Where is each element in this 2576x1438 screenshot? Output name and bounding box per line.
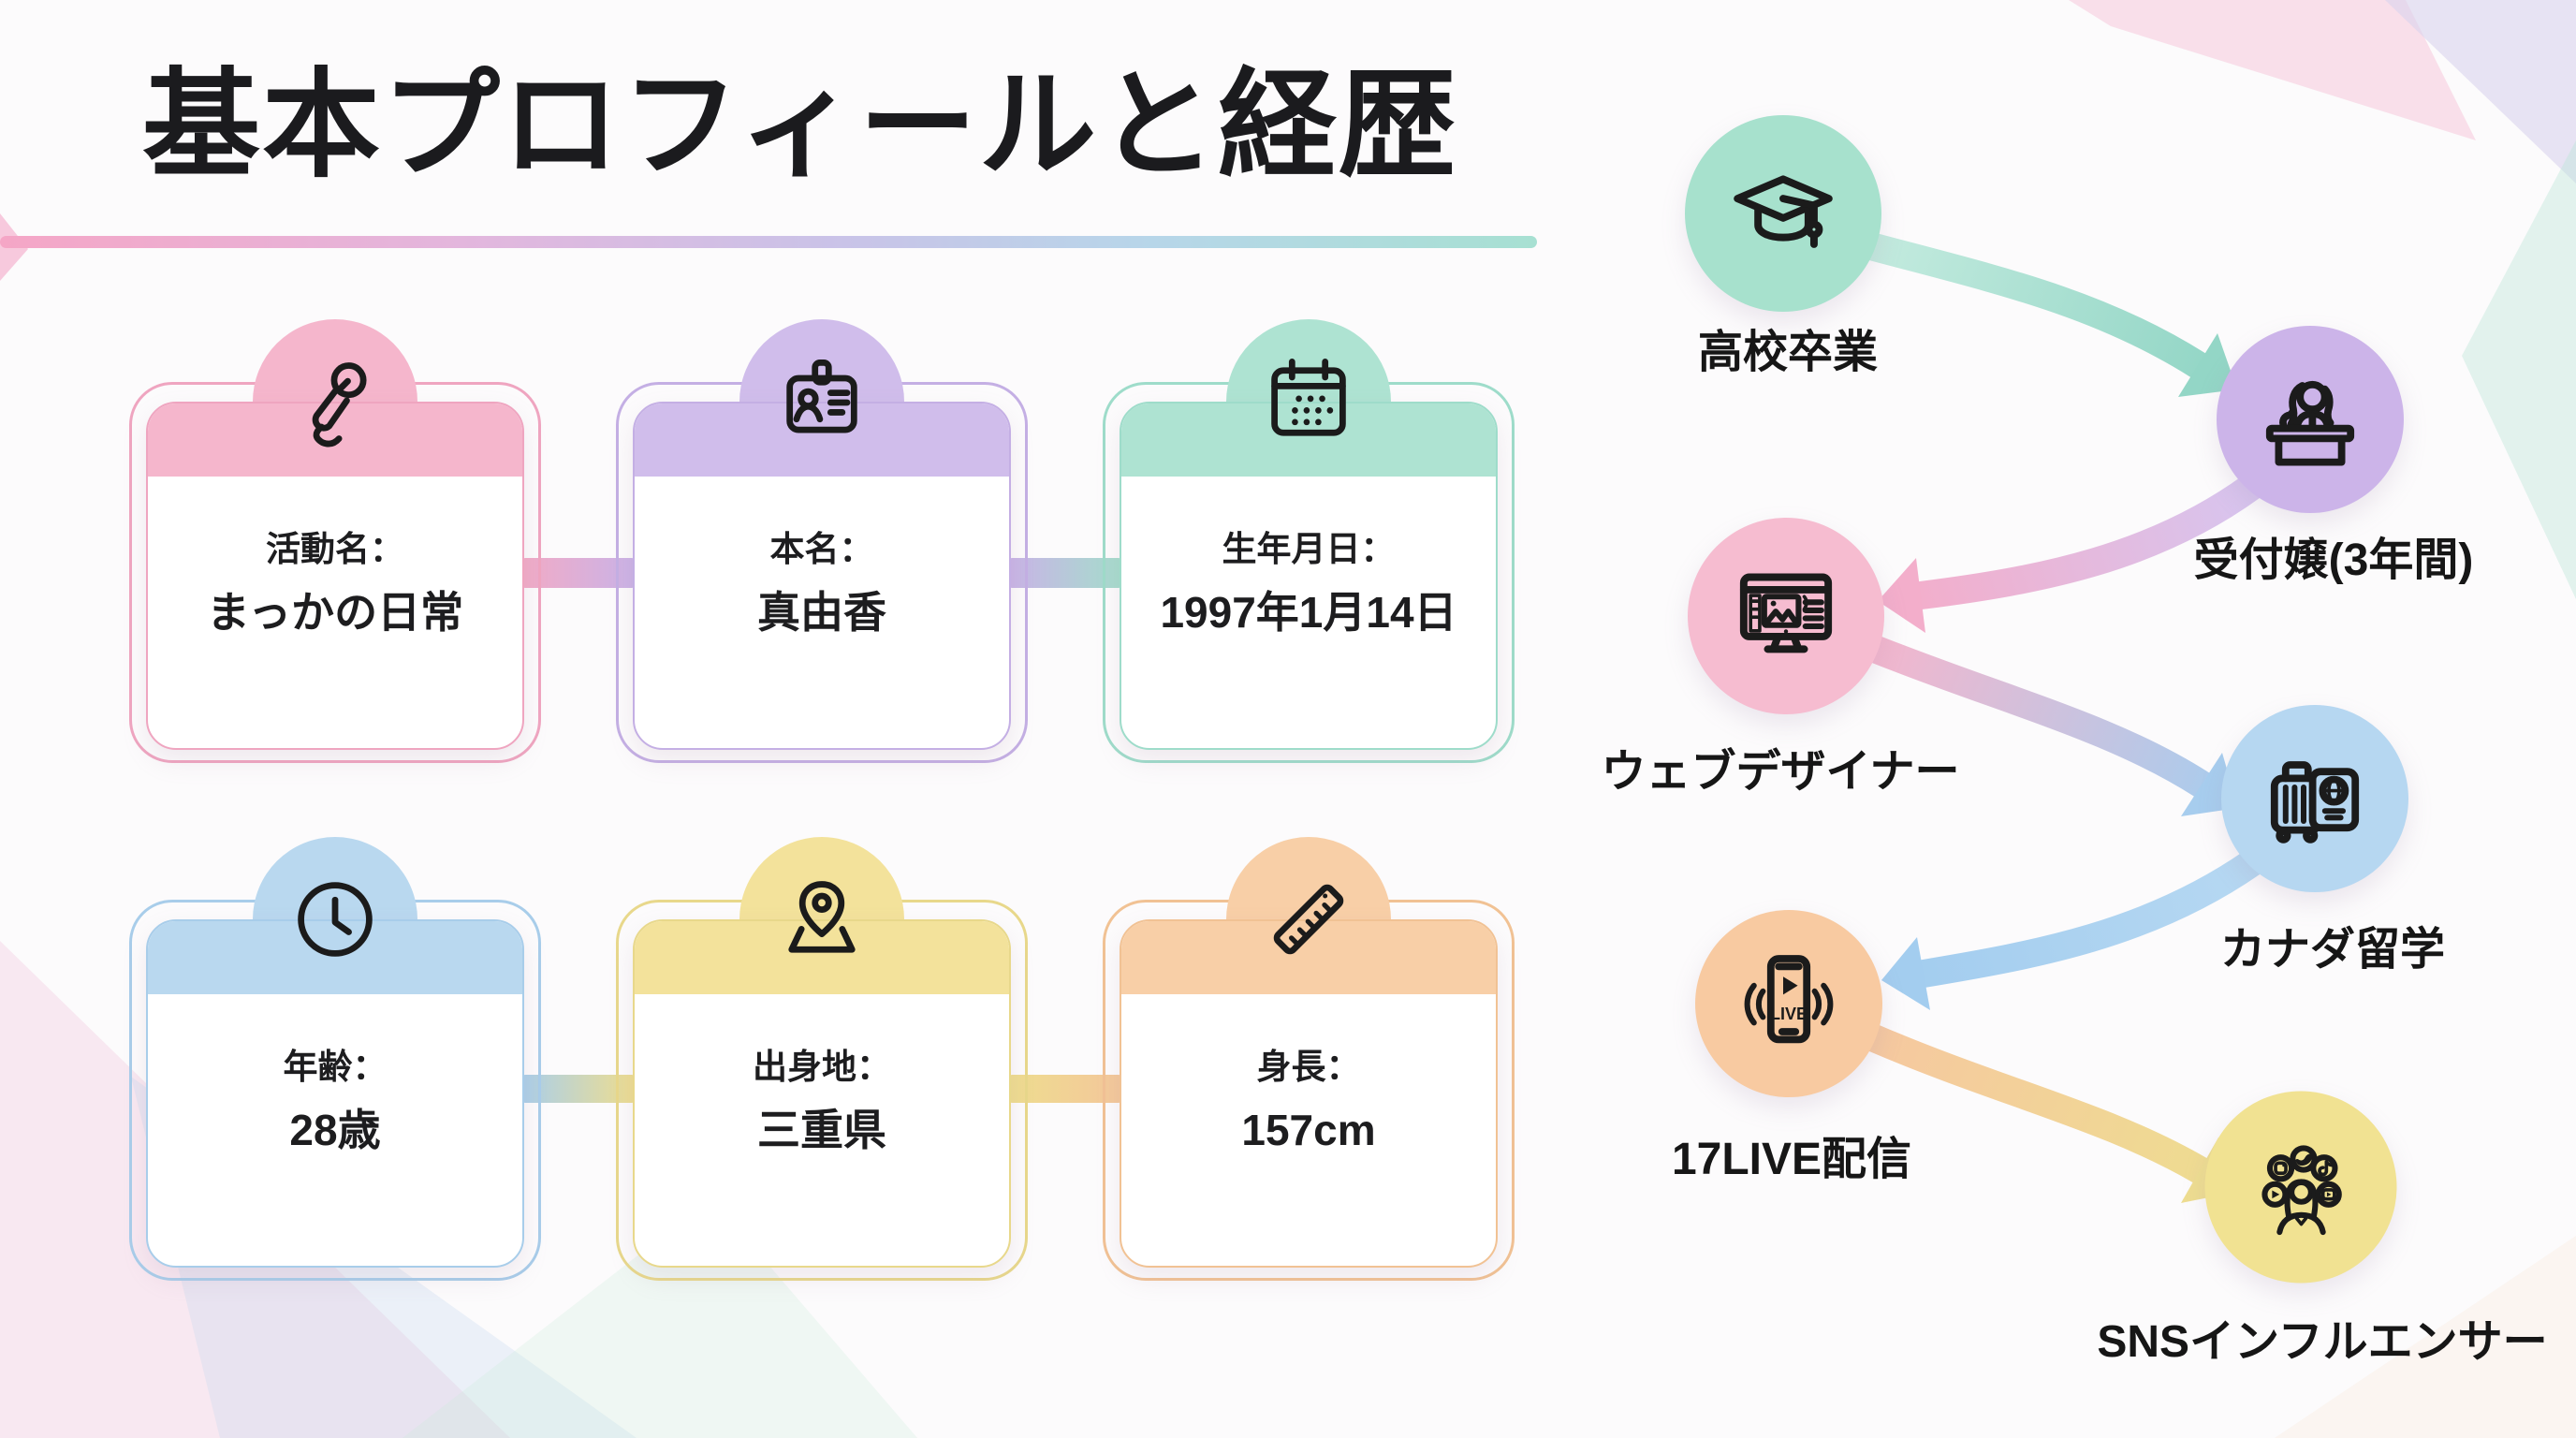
card-face: 本名： 真由香 bbox=[633, 402, 1011, 750]
profile-card-activity-name: 活動名： まっかの日常 bbox=[129, 319, 541, 763]
map-pin-icon bbox=[788, 881, 856, 953]
card-value: 28歳 bbox=[289, 1105, 381, 1154]
timeline-node-receptionist bbox=[2217, 326, 2404, 513]
card-label: 身長： bbox=[1256, 1047, 1361, 1086]
timeline-label-sns: SNSインフルエンサー bbox=[2097, 1317, 2548, 1367]
arrow-graduation-to-receptionist bbox=[1853, 231, 2237, 397]
card-body: 年齢： 28歳 bbox=[148, 994, 522, 1266]
timeline-node-17live: LIVE bbox=[1695, 910, 1882, 1097]
card-value: 真由香 bbox=[757, 587, 886, 637]
timeline-node-webdesigner bbox=[1688, 518, 1884, 714]
card-body: 本名： 真由香 bbox=[635, 477, 1009, 748]
graduation-cap-icon bbox=[1734, 175, 1833, 248]
card-label: 生年月日： bbox=[1222, 529, 1396, 568]
card-face: 生年月日： 1997年1月14日 bbox=[1120, 402, 1498, 750]
card-header-band bbox=[148, 921, 522, 994]
profile-card-birthdate: 生年月日： 1997年1月14日 bbox=[1103, 319, 1515, 763]
card-label: 出身地： bbox=[753, 1047, 891, 1086]
clock-icon bbox=[298, 882, 373, 957]
microphone-icon bbox=[312, 362, 367, 448]
web-design-monitor-icon bbox=[1739, 573, 1833, 653]
card-value: 三重県 bbox=[757, 1105, 886, 1154]
timeline-node-graduation bbox=[1685, 115, 1881, 312]
arrow-canada-to-17live bbox=[1881, 849, 2265, 1010]
arrow-17live-to-sns bbox=[1858, 1023, 2237, 1203]
ruler-icon bbox=[1273, 884, 1344, 955]
card-body: 出身地： 三重県 bbox=[635, 994, 1009, 1266]
card-value: 1997年1月14日 bbox=[1160, 587, 1457, 637]
card-label: 本名： bbox=[769, 529, 874, 568]
card-face: 身長： 157cm bbox=[1120, 919, 1498, 1268]
card-face: 活動名： まっかの日常 bbox=[146, 402, 524, 750]
profile-card-hometown: 出身地： 三重県 bbox=[616, 837, 1028, 1281]
card-face: 出身地： 三重県 bbox=[633, 919, 1011, 1268]
profile-card-real-name: 本名： 真由香 bbox=[616, 319, 1028, 763]
timeline-label-canada: カナダ留学 bbox=[2219, 925, 2446, 975]
live-icon-text: LIVE bbox=[1770, 1005, 1808, 1023]
card-body: 生年月日： 1997年1月14日 bbox=[1121, 477, 1496, 748]
timeline-label-webdesigner: ウェブデザイナー bbox=[1601, 747, 1960, 797]
card-label: 年齢： bbox=[283, 1047, 388, 1086]
receptionist-icon bbox=[2265, 380, 2355, 466]
timeline-label-receptionist: 受付嬢(3年間) bbox=[2193, 536, 2474, 585]
card-label: 活動名： bbox=[266, 529, 404, 568]
suitcase-passport-icon bbox=[2270, 761, 2360, 844]
calendar-icon bbox=[1271, 358, 1346, 436]
timeline-label-graduation: 高校卒業 bbox=[1697, 328, 1879, 377]
title-underline bbox=[0, 236, 1537, 248]
card-header-band bbox=[1121, 404, 1496, 477]
id-badge-icon bbox=[786, 360, 857, 433]
timeline-label-17live: 17LIVE配信 bbox=[1671, 1135, 1912, 1184]
profile-card-age: 年齢： 28歳 bbox=[129, 837, 541, 1281]
timeline-node-sns bbox=[2204, 1091, 2397, 1284]
card-body: 身長： 157cm bbox=[1121, 994, 1496, 1266]
page-title: 基本プロフィールと経歴 bbox=[142, 59, 1458, 191]
card-body: 活動名： まっかの日常 bbox=[148, 477, 522, 748]
card-value: まっかの日常 bbox=[206, 587, 464, 637]
card-value: 157cm bbox=[1241, 1105, 1376, 1154]
live-phone-icon: LIVE bbox=[1744, 955, 1834, 1044]
timeline-node-canada bbox=[2221, 705, 2408, 892]
sns-influencer-icon bbox=[2261, 1144, 2342, 1235]
card-face: 年齢： 28歳 bbox=[146, 919, 524, 1268]
profile-card-height: 身長： 157cm bbox=[1103, 837, 1515, 1281]
